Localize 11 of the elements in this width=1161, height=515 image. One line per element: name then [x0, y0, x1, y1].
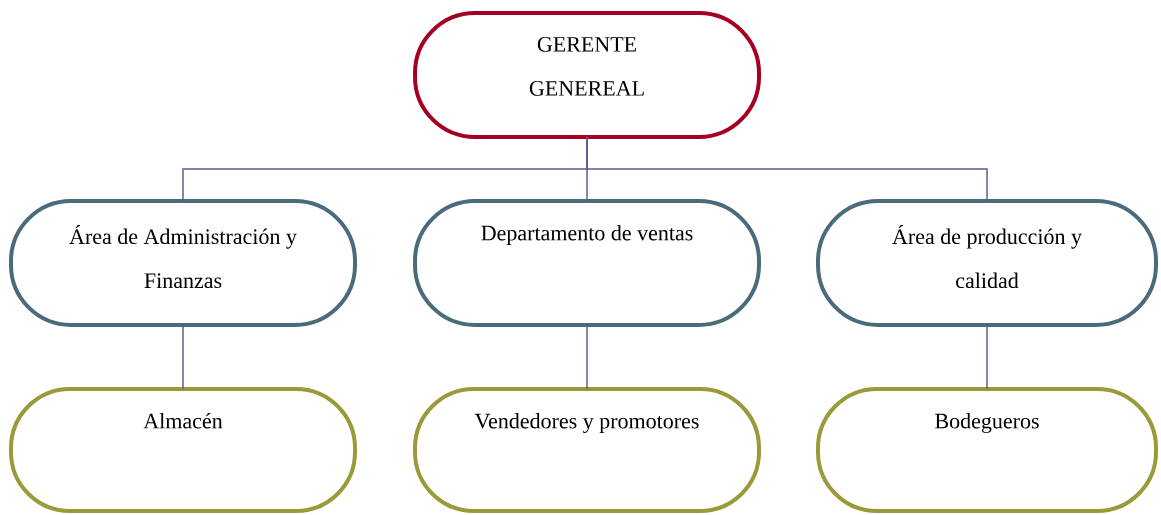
department-box: Área de Administración y Finanzas	[9, 199, 357, 327]
staff-box: Bodegueros	[816, 387, 1158, 513]
manager-box: GERENTE GENEREAL	[413, 11, 761, 139]
connector-line	[586, 136, 988, 202]
staff-box: Almacén	[9, 387, 357, 513]
staff-box: Vendedores y promotores	[413, 387, 761, 513]
connector-line	[182, 324, 184, 390]
department-box: Área de producción y calidad	[816, 199, 1158, 327]
connector-line	[586, 324, 588, 390]
department-box: Departamento de ventas	[413, 199, 761, 327]
connector-line	[986, 324, 988, 390]
